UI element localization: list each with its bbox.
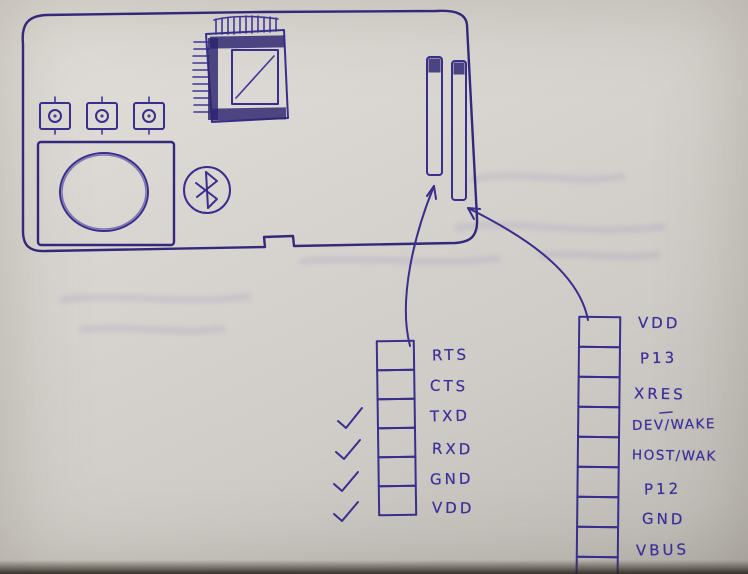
push-buttons [39,96,165,135]
checkmark-icon [337,407,363,429]
connector-slot-right [451,60,467,201]
chip-top-pins [215,15,277,35]
checkmark-icon [333,471,359,492]
pin-label-vdd: VDD [431,498,475,518]
active-low-overline [659,411,673,414]
speaker [36,140,176,247]
table-edge [0,560,748,574]
ink-bleedthrough [59,172,666,334]
pin-label-xres: XRES [633,384,686,404]
arrow-left-header-to-slot [404,185,437,347]
left-header-boxes [375,339,418,517]
push-button-3 [133,96,165,135]
pin-label-cts: CTS [429,376,469,396]
pin-label-p12: P12 [643,479,682,499]
arrow-right-header-to-slot [467,207,589,321]
bluetooth-icon [183,166,231,214]
right-header-boxes [575,315,622,574]
arrows [404,185,589,347]
board-outline [21,9,479,253]
checkmark-icon [335,439,361,460]
pin-label-txd: TXD [429,406,471,426]
pin-label-dev-wake: DEV/WAKE [631,415,717,435]
pin-label-rts: RTS [431,345,470,365]
pin-label-p13: P13 [639,348,678,368]
pin-label-vbus: VBUS [635,540,690,560]
chip-die [231,49,279,105]
connector-slot-left [426,56,443,176]
connector-slots [426,56,467,201]
checkmarks [333,407,363,522]
push-button-2 [86,96,118,135]
pin-label-vdd-2: VDD [637,313,681,333]
checkmark-icon [333,501,359,522]
pin-label-gnd: GND [429,469,474,489]
push-button-1 [39,96,71,135]
pin-label-host-wake: HOST/WAK [631,447,717,465]
chip [192,15,289,123]
pin-label-rxd: RXD [431,439,474,459]
pin-label-gnd-2: GND [641,509,686,529]
